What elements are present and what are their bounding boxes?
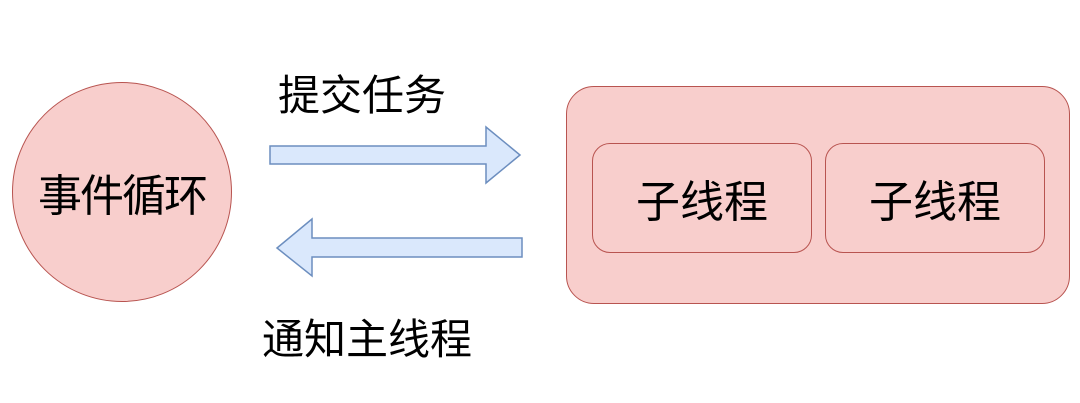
event-loop-label: 事件循环 xyxy=(38,171,208,222)
left-arrow-icon xyxy=(275,217,523,278)
child-thread-label: 子线程 xyxy=(636,177,768,228)
right-arrow-icon xyxy=(269,125,522,185)
thread-pool-container: 子线程 子线程 xyxy=(566,86,1070,304)
child-thread-node: 子线程 xyxy=(825,143,1045,253)
child-thread-node: 子线程 xyxy=(592,143,812,253)
notify-main-thread-label: 通知主线程 xyxy=(262,315,473,364)
event-loop-node: 事件循环 xyxy=(12,82,232,302)
child-thread-label: 子线程 xyxy=(869,177,1001,228)
submit-task-label: 提交任务 xyxy=(278,71,447,120)
